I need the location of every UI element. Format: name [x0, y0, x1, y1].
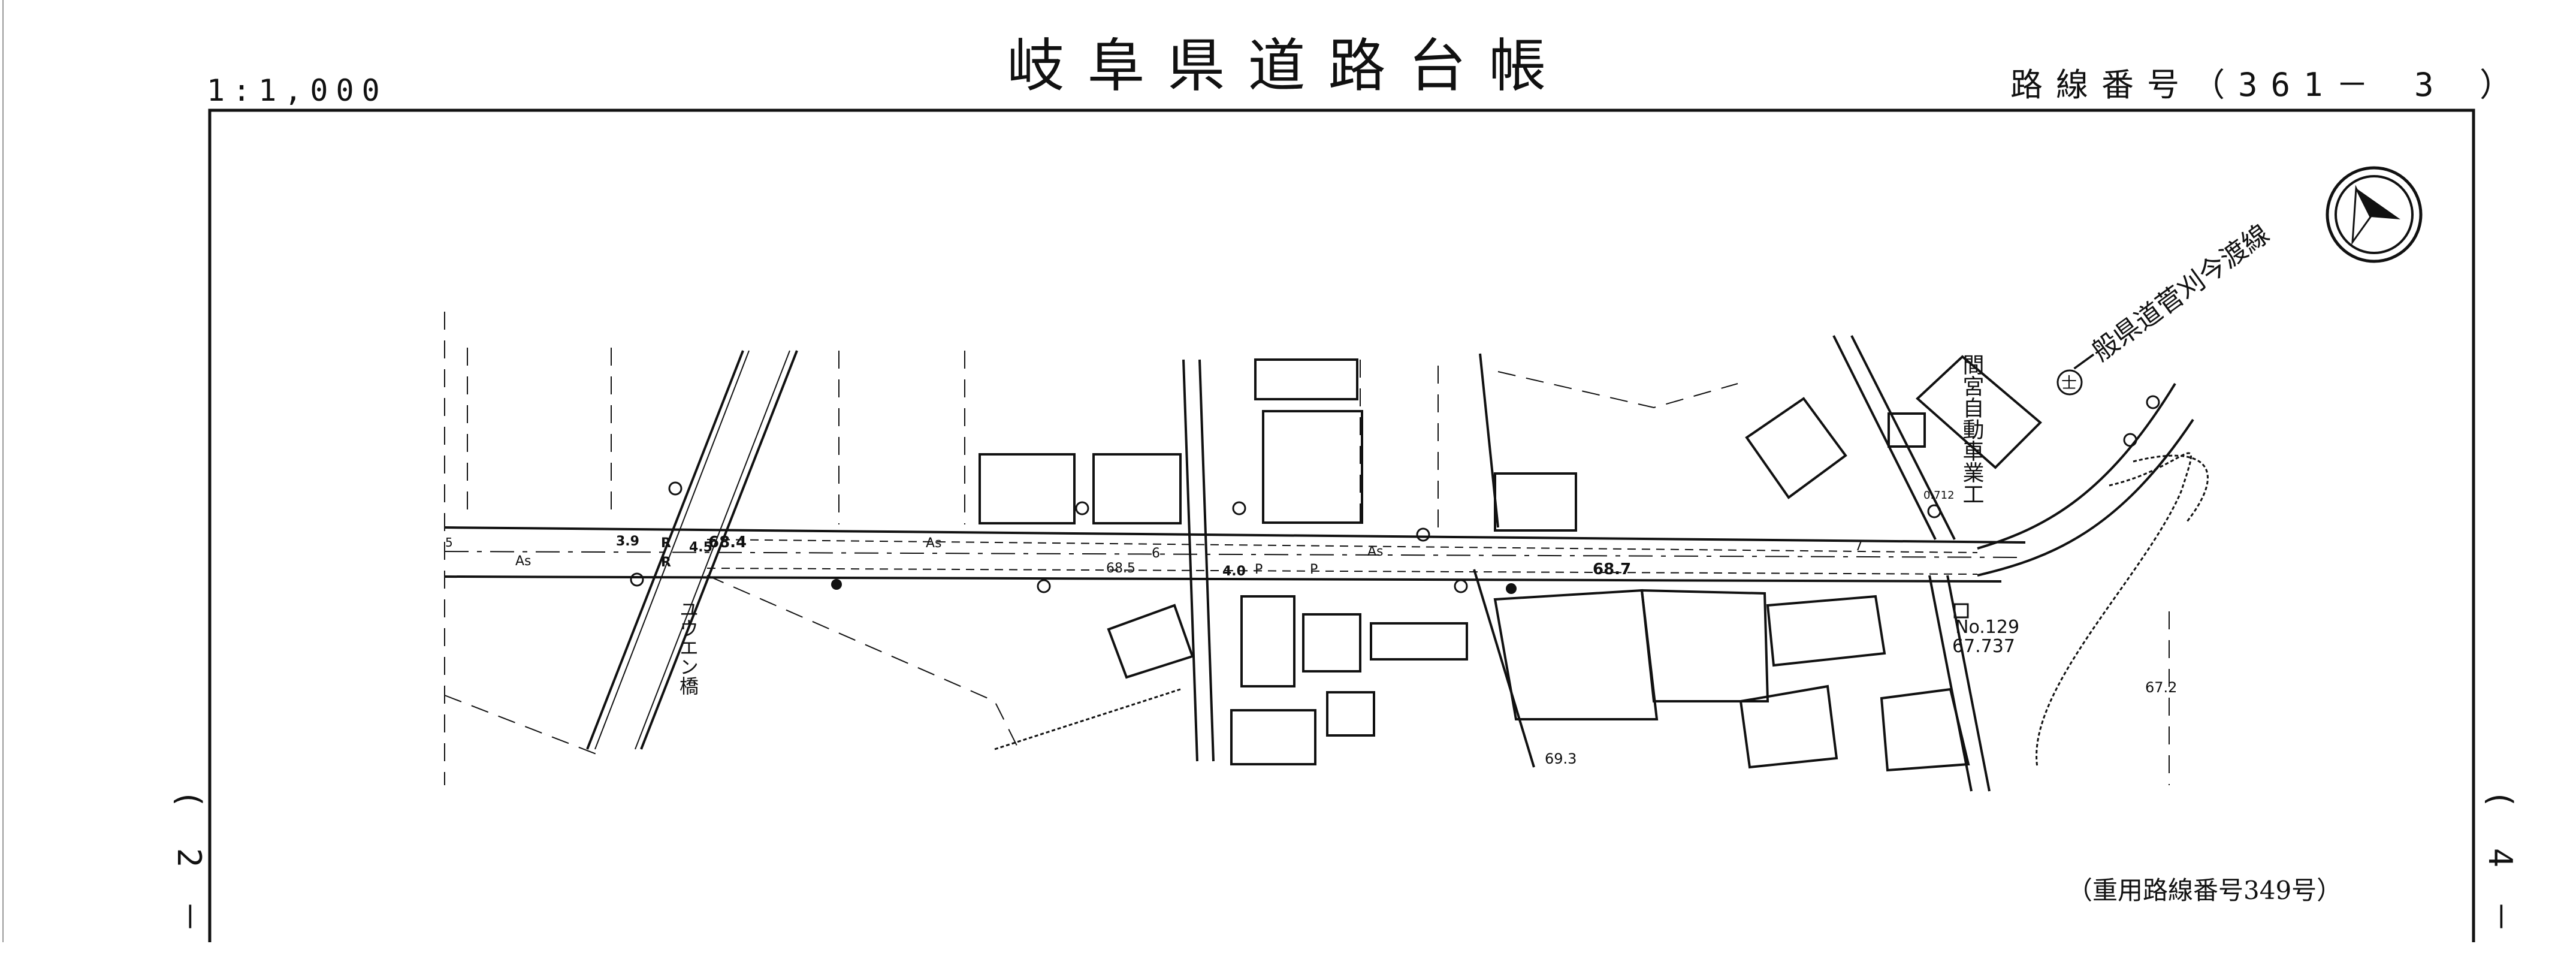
survey-markers: [831, 579, 1517, 594]
post-symbol-1: P: [1255, 562, 1263, 577]
road-name-label: 一般県道菅刈今渡線: [2065, 219, 2275, 383]
pole-symbol-2: R: [661, 555, 671, 570]
seal-icon: 士: [2061, 375, 2077, 393]
utility-poles: [630, 395, 2160, 593]
surface-label-3: As: [1367, 544, 1384, 559]
post-symbol-2: P: [1310, 562, 1318, 577]
elevation-label-3: 68.7: [1593, 560, 1631, 578]
width-label-6: 5: [445, 535, 453, 550]
map-scale: 1:1,000: [207, 73, 388, 108]
pole-symbol-1: R: [661, 536, 671, 551]
station-elevation-label: 67.737: [1952, 636, 2015, 657]
cross-road-left: [586, 350, 798, 750]
page-title: 岐阜県道路台帳: [1007, 32, 1569, 99]
elevation-label-5: 69.3: [1545, 750, 1577, 767]
width-label-2: 4.5: [689, 540, 712, 555]
seal-circle-icon: [2056, 369, 2083, 396]
page-edge-rule: [2, 0, 4, 942]
elevation-label-6: 0.712: [1923, 489, 1955, 502]
map-frame: [208, 108, 2475, 942]
surface-label-2: As: [926, 536, 942, 551]
side-roads: [1182, 335, 1991, 792]
duplicate-route-label: （重用路線番号349号）: [2067, 876, 2342, 905]
buildings: [979, 355, 2042, 772]
hatched-walls: [994, 452, 2209, 768]
width-label-3: 4.0: [1222, 564, 1246, 579]
main-road: [444, 382, 2194, 583]
elevation-label-1: 68.4: [708, 533, 747, 551]
station-marker-icon: [1953, 603, 1969, 619]
north-arrow-icon: [2326, 166, 2423, 263]
width-label-4: 6: [1152, 546, 1160, 561]
business-name-label: 間宮自動車業工: [1959, 354, 1984, 505]
route-number: 路線番号（361－ 3 ）: [2010, 66, 2526, 104]
width-label-1: 3.9: [616, 534, 639, 549]
elevation-label-4: 67.2: [2145, 679, 2177, 696]
width-label-5: 7: [1855, 539, 1863, 554]
bridge-name-label: ユウエン橋: [677, 599, 699, 695]
station-number-label: No.129: [1955, 617, 2019, 638]
surface-label-1: As: [515, 554, 531, 569]
parcel-boundaries: [444, 312, 2170, 785]
elevation-label-2: 68.5: [1106, 561, 1136, 576]
